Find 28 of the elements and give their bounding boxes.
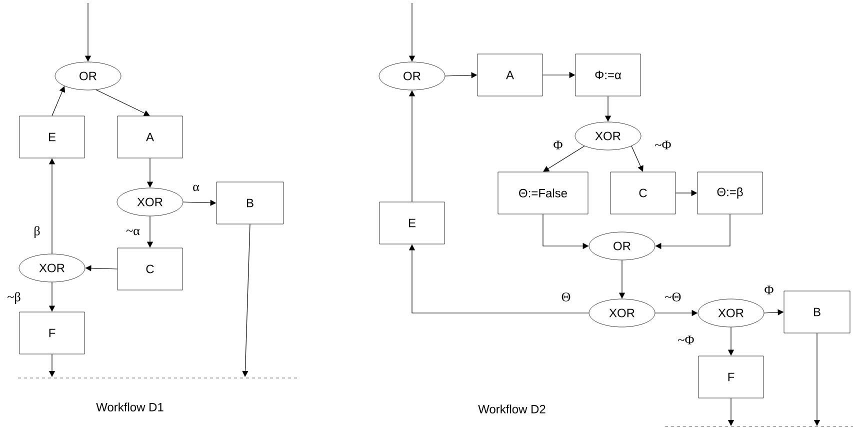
edge-label: ~Φ <box>676 334 696 346</box>
process-box: B <box>216 182 284 224</box>
edge-label: Φ <box>763 284 775 296</box>
arrow <box>96 90 150 116</box>
process-box: A <box>477 54 543 96</box>
process-box: F <box>698 356 764 398</box>
caption: Workflow D1 <box>96 402 164 412</box>
process-box: E <box>379 202 445 244</box>
process-box: A <box>117 116 183 158</box>
edge-label: ~Θ <box>664 292 682 302</box>
process-box: Φ:=α <box>575 54 641 96</box>
process-box: E <box>19 116 85 158</box>
process-box: C <box>117 248 183 290</box>
process-box: Θ:=β <box>697 172 763 214</box>
process-box: C <box>610 172 676 214</box>
edge-label: ~α <box>125 228 141 236</box>
edge-label: Θ <box>560 292 572 302</box>
edge-label: ~β <box>6 291 22 305</box>
edge-label: ~Φ <box>654 140 672 150</box>
process-box: Θ:=False <box>498 172 588 214</box>
edge-label: α <box>192 184 200 192</box>
process-box: F <box>19 312 85 354</box>
caption: Workflow D2 <box>478 404 546 414</box>
arrow <box>242 224 250 377</box>
arrow <box>543 146 585 172</box>
process-box: B <box>784 290 850 334</box>
edge-label: Φ <box>552 140 564 150</box>
edge-label: β <box>32 225 42 239</box>
